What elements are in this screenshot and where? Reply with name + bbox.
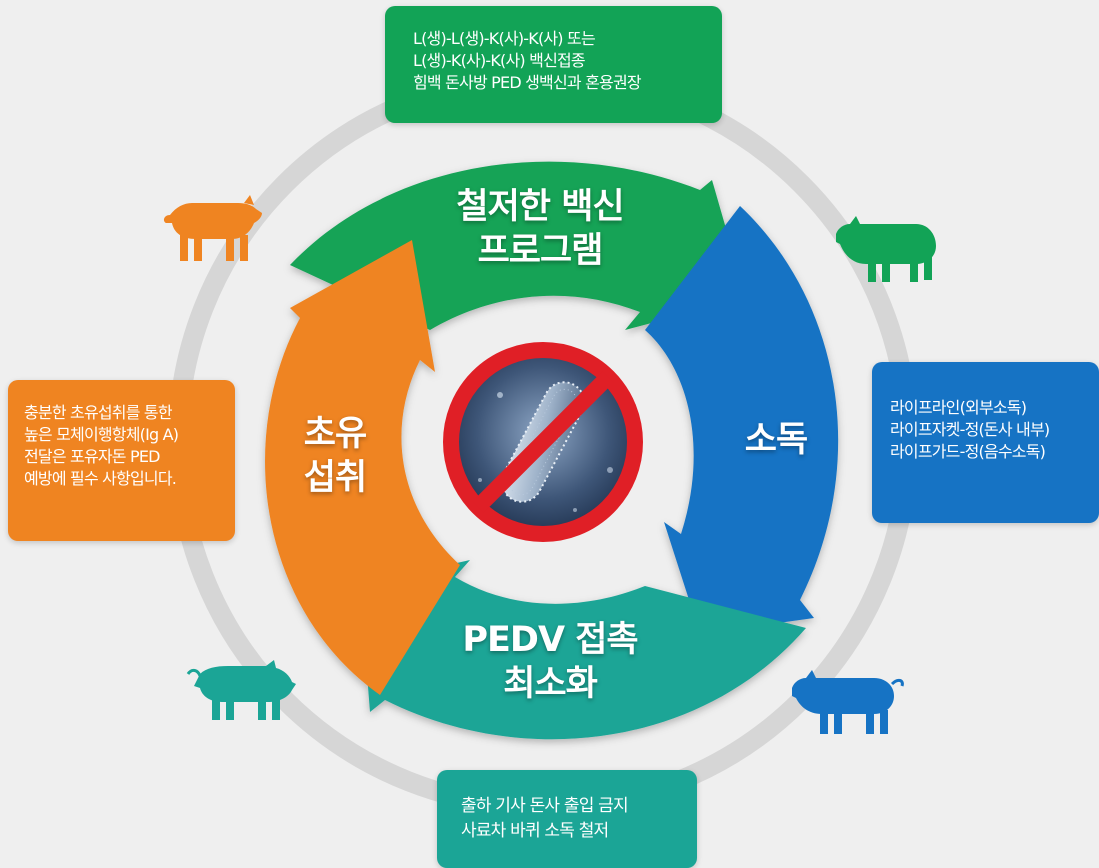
- segment-label-line: 섭취: [303, 458, 367, 498]
- info-box-line: 사료차 바퀴 소독 철저: [461, 821, 609, 841]
- colostrum-info-box: 충분한 초유섭취를 통한 높은 모체이행항체(Ig A) 전달은 포유자돈 PE…: [8, 380, 235, 541]
- pig-icon-bottom-right: [792, 670, 904, 734]
- vaccine-info-box: L(생)-L(생)-K(사)-K(사) 또는 L(생)-K(사)-K(사) 백신…: [385, 6, 722, 123]
- info-box-line: 힘백 돈사방 PED 생백신과 혼용권장: [413, 73, 642, 92]
- info-box-line: 충분한 초유섭취를 통한: [24, 403, 173, 422]
- pedv-info-box: 출하 기사 돈사 출입 금지 사료차 바퀴 소독 철저: [437, 770, 697, 868]
- pig-icon-bottom-left: [186, 660, 296, 720]
- pig-icon-top-left: [163, 195, 262, 261]
- info-box-line: 라이프라인(외부소독): [890, 398, 1027, 417]
- info-box-line: L(생)-K(사)-K(사) 백신접종: [413, 51, 586, 70]
- pig-icon-top-right: [836, 216, 936, 282]
- segment-label-disinfection: 소독: [716, 418, 836, 462]
- info-box-line: L(생)-L(생)-K(사)-K(사) 또는: [413, 29, 596, 48]
- info-box-line: 예방에 필수 사항입니다.: [24, 469, 177, 488]
- segment-label-colostrum: 초유 섭취: [270, 412, 400, 500]
- disinfection-info-box: 라이프라인(외부소독) 라이프자켓-정(돈사 내부) 라이프가드-정(음수소독): [872, 362, 1099, 523]
- info-box-line: 라이프자켓-정(돈사 내부): [890, 420, 1050, 439]
- info-box-line: 출하 기사 돈사 출입 금지: [461, 796, 629, 816]
- segment-label-line: 철저한 백신: [456, 187, 624, 227]
- segment-disinfection-arrow: [645, 206, 839, 634]
- segment-label-line: 최소화: [503, 664, 598, 704]
- segment-label-line: PEDV 접촉: [462, 620, 638, 660]
- segment-label-vaccine: 철저한 백신 프로그램: [400, 185, 680, 273]
- info-box-line: 라이프가드-정(음수소독): [890, 442, 1046, 461]
- segment-label-line: 초유: [303, 414, 367, 454]
- segment-pedv-arrow: [360, 560, 806, 740]
- info-box-line: 전달은 포유자돈 PED: [24, 447, 161, 466]
- segment-colostrum-arrow: [265, 240, 460, 695]
- segment-label-line: 소독: [744, 420, 808, 460]
- info-box-line: 높은 모체이행항체(Ig A): [24, 425, 179, 444]
- no-virus-icon: [443, 342, 643, 542]
- segment-label-pedv: PEDV 접촉 최소화: [415, 618, 685, 706]
- segment-label-line: 프로그램: [477, 231, 604, 271]
